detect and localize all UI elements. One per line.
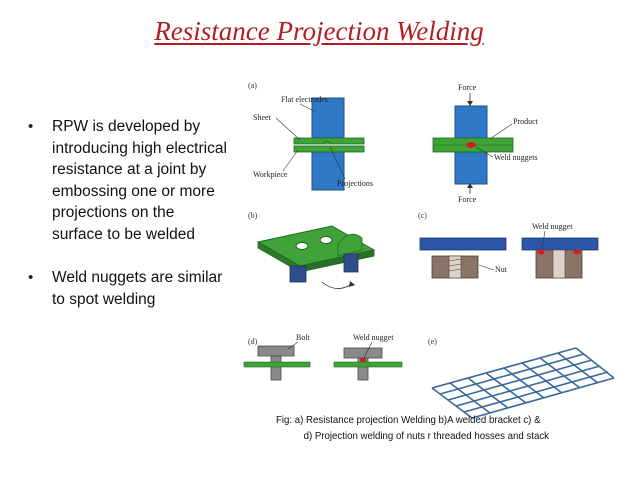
bullet-item: • RPW is developed by introducing high e…	[28, 116, 228, 245]
plate	[419, 237, 507, 251]
bracket-stand	[289, 265, 307, 283]
projections-label: Projections	[337, 179, 373, 188]
lower-electrode	[454, 151, 488, 185]
panel-b-diagram: (b)	[248, 211, 376, 289]
bullet-marker: •	[28, 269, 34, 286]
weld-nugget	[466, 142, 476, 148]
panel-d-label: (d)	[248, 337, 258, 346]
panel-a-right-diagram: Force Product Weld nuggets Force	[432, 83, 539, 204]
upper-electrode	[454, 105, 488, 139]
force-top-label: Force	[458, 83, 477, 92]
bracket-stand	[343, 253, 359, 273]
projection-bump	[322, 141, 332, 145]
lower-electrode	[311, 151, 345, 191]
bullet-marker: •	[28, 118, 34, 135]
weld-nugget	[573, 249, 581, 255]
slide-title: Resistance Projection Welding	[154, 16, 484, 46]
weld-nuggets-label: Weld nuggets	[494, 153, 538, 162]
weld-nugget-d-label: Weld nugget	[353, 333, 394, 342]
bullet-text: Weld nuggets are similar to spot welding	[52, 269, 223, 308]
bullet-text: RPW is developed by introducing high ele…	[52, 118, 227, 243]
upper-electrode	[311, 97, 345, 139]
product-label: Product	[513, 117, 539, 126]
bolt-head	[257, 345, 295, 357]
flat-electrodes-label: Flat electrodes	[281, 95, 328, 104]
force-bottom-label: Force	[458, 195, 477, 204]
bolt-head	[343, 347, 383, 359]
bolt-shank	[270, 355, 282, 381]
bolt-label: Bolt	[296, 333, 311, 342]
wire-mesh	[431, 347, 615, 419]
panel-c-diagram: (c) Nut Weld nugget	[418, 211, 599, 279]
bullet-list: • RPW is developed by introducing high e…	[28, 116, 228, 332]
weld-nugget	[360, 357, 366, 363]
lower-sheet	[293, 145, 365, 153]
weld-nugget-c-label: Weld nugget	[532, 222, 573, 231]
sheet	[243, 361, 311, 368]
panel-c-label: (c)	[418, 211, 427, 220]
weld-nugget	[537, 249, 545, 255]
panel-e-diagram: (e)	[428, 337, 615, 419]
panel-d-diagram: (d) Bolt Weld nugget	[243, 333, 403, 381]
sheet-label: Sheet	[253, 113, 272, 122]
workpiece-label: Workpiece	[253, 170, 288, 179]
panel-a-left-diagram: (a) Flat electrodes Sheet Workpiece Proj…	[248, 81, 373, 191]
sheet	[333, 361, 403, 368]
bullet-item: • Weld nuggets are similar to spot weldi…	[28, 267, 228, 310]
panel-e-label: (e)	[428, 337, 437, 346]
caption-line-1: Fig: a) Resistance projection Welding b)…	[276, 414, 541, 426]
nut-label: Nut	[495, 265, 508, 274]
figure-caption: Fig: a) Resistance projection Welding b)…	[276, 412, 589, 444]
panel-a-label: (a)	[248, 81, 257, 90]
plate	[521, 237, 599, 251]
panel-b-label: (b)	[248, 211, 258, 220]
caption-line-2: d) Projection welding of nuts r threaded…	[303, 430, 550, 442]
